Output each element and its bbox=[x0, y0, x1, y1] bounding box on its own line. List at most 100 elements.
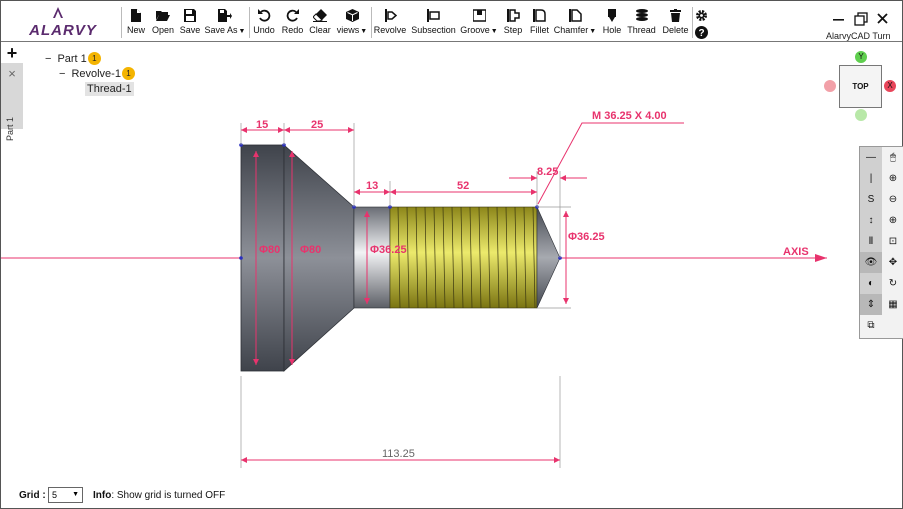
chamfer-button[interactable]: Chamfer▼ bbox=[554, 1, 596, 42]
dim-phi36-tip: Φ36.25 bbox=[568, 231, 605, 243]
dim-phi80-cone: Φ80 bbox=[300, 244, 321, 256]
chevron-down-icon: ▼ bbox=[238, 28, 246, 35]
vertical-arrow-tool[interactable]: ↕ bbox=[868, 215, 874, 226]
add-part-button[interactable]: + bbox=[1, 43, 23, 63]
chevron-down-icon: ▼ bbox=[589, 28, 597, 35]
subsection-icon bbox=[427, 9, 440, 22]
hole-icon bbox=[608, 9, 616, 22]
alarvy-logo: ALARVY bbox=[28, 7, 97, 39]
rotate-icon[interactable]: ↻ bbox=[888, 278, 898, 289]
brand-label: AlarvyCAD Turn bbox=[826, 31, 891, 41]
new-file-icon bbox=[131, 9, 141, 22]
chevron-down-icon: ▼ bbox=[72, 491, 79, 498]
flange-section bbox=[240, 144, 285, 372]
clear-button[interactable]: Clear bbox=[308, 1, 332, 42]
spline-tool[interactable]: S bbox=[867, 194, 875, 205]
pan-icon[interactable]: ✥ bbox=[888, 257, 898, 268]
info-status: Info: Show grid is turned OFF bbox=[93, 490, 225, 501]
tip-chamfer bbox=[536, 206, 561, 309]
save-as-label: Save As bbox=[204, 25, 238, 35]
groove-button[interactable]: Groove▼ bbox=[460, 1, 498, 42]
svg-text:?: ? bbox=[698, 28, 704, 39]
thread-lines bbox=[397, 206, 536, 309]
views-label: views bbox=[336, 25, 360, 35]
eye-icon[interactable]: 👁 bbox=[860, 252, 882, 273]
help-icon[interactable]: ? bbox=[695, 26, 708, 39]
zoom-window-icon[interactable]: ⊡ bbox=[888, 236, 898, 247]
thread-stripe bbox=[478, 206, 482, 309]
zoom-fit-icon[interactable]: ⊕ bbox=[888, 215, 898, 226]
thread-stripe bbox=[406, 206, 410, 309]
export-icon[interactable]: ⧉ bbox=[860, 315, 882, 336]
thread-stripe bbox=[460, 206, 464, 309]
undo-button[interactable]: Undo bbox=[252, 1, 276, 42]
tree-item-part[interactable]: − Part 1 1 bbox=[45, 52, 101, 65]
collapse-toggle[interactable]: − bbox=[59, 67, 66, 80]
grid-icon[interactable]: ▦ bbox=[888, 299, 898, 310]
save-as-button[interactable]: Save As▼ bbox=[205, 1, 245, 42]
thread-stripe bbox=[487, 206, 491, 309]
view-cube[interactable]: TOP bbox=[839, 65, 882, 108]
toolbar-separator bbox=[692, 7, 693, 38]
thread-stripe bbox=[442, 206, 446, 309]
neg-x-axis-handle[interactable] bbox=[824, 80, 836, 92]
toolbar-separator bbox=[121, 7, 122, 38]
dim-15: 15 bbox=[256, 119, 268, 131]
horizontal-line-tool[interactable]: — bbox=[866, 152, 876, 163]
toolbox-left-column bbox=[860, 147, 882, 317]
thread-stripe bbox=[415, 206, 419, 309]
gear-icon[interactable] bbox=[695, 9, 708, 22]
grid-select[interactable]: 5 ▼ bbox=[48, 487, 83, 503]
views-button[interactable]: views▼ bbox=[336, 1, 368, 42]
thread-stripe bbox=[424, 206, 428, 309]
delete-button[interactable]: Delete bbox=[661, 1, 690, 42]
thread-stripe bbox=[523, 206, 527, 309]
fillet-button[interactable]: Fillet bbox=[528, 1, 551, 42]
fit-height-tool[interactable]: Ⅱ bbox=[868, 236, 874, 247]
cone-section bbox=[283, 144, 355, 372]
hole-button[interactable]: Hole bbox=[600, 1, 624, 42]
collapse-toggle[interactable]: − bbox=[45, 52, 52, 65]
zoom-in-icon[interactable]: ⊕ bbox=[888, 173, 898, 184]
close-part-tab-button[interactable]: × bbox=[8, 66, 16, 81]
groove-icon bbox=[472, 9, 486, 22]
neg-y-axis-handle[interactable] bbox=[855, 109, 867, 121]
revolve-button[interactable]: Revolve bbox=[374, 1, 406, 42]
chevron-down-icon: ▼ bbox=[490, 28, 498, 35]
info-text: : Show grid is turned OFF bbox=[111, 490, 226, 501]
y-axis-handle[interactable]: Y bbox=[855, 51, 867, 63]
eraser-icon bbox=[313, 9, 327, 22]
open-button[interactable]: Open bbox=[151, 1, 175, 42]
subsection-button[interactable]: Subsection bbox=[411, 1, 456, 42]
info-label: Info bbox=[93, 490, 112, 501]
mouse-icon[interactable]: 🖱 bbox=[890, 152, 896, 163]
save-as-icon bbox=[218, 9, 232, 22]
toolbar-separator bbox=[249, 7, 250, 38]
close-icon[interactable] bbox=[875, 11, 891, 27]
contrast-icon[interactable]: ◐ bbox=[867, 278, 875, 289]
thread-callout: M 36.25 X 4.00 bbox=[592, 110, 667, 122]
tree-item-thread[interactable]: Thread-1 bbox=[85, 82, 134, 96]
save-button[interactable]: Save bbox=[179, 1, 201, 42]
sort-icon[interactable]: ⇕ bbox=[860, 294, 882, 315]
minimize-icon[interactable] bbox=[831, 11, 847, 27]
profile-vertices bbox=[239, 143, 562, 260]
part-tab-label[interactable]: Part 1 bbox=[5, 116, 15, 141]
restore-icon[interactable] bbox=[853, 11, 869, 27]
thread-button[interactable]: Thread bbox=[627, 1, 656, 42]
hole-label: Hole bbox=[602, 25, 622, 35]
count-badge: 1 bbox=[121, 67, 135, 80]
x-axis-handle[interactable]: X bbox=[884, 80, 896, 92]
tree-item-revolve[interactable]: − Revolve-1 1 bbox=[59, 67, 135, 80]
vertical-line-tool[interactable]: | bbox=[869, 173, 873, 184]
zoom-out-icon[interactable]: ⊖ bbox=[888, 194, 898, 205]
tree-item-label: Revolve-1 bbox=[71, 67, 121, 80]
trash-icon bbox=[670, 9, 681, 22]
step-button[interactable]: Step bbox=[502, 1, 524, 42]
save-label: Save bbox=[179, 25, 201, 35]
redo-button[interactable]: Redo bbox=[281, 1, 304, 42]
extension-lines bbox=[240, 123, 571, 468]
new-button[interactable]: New bbox=[125, 1, 147, 42]
tree-item-label: Thread-1 bbox=[85, 82, 134, 96]
